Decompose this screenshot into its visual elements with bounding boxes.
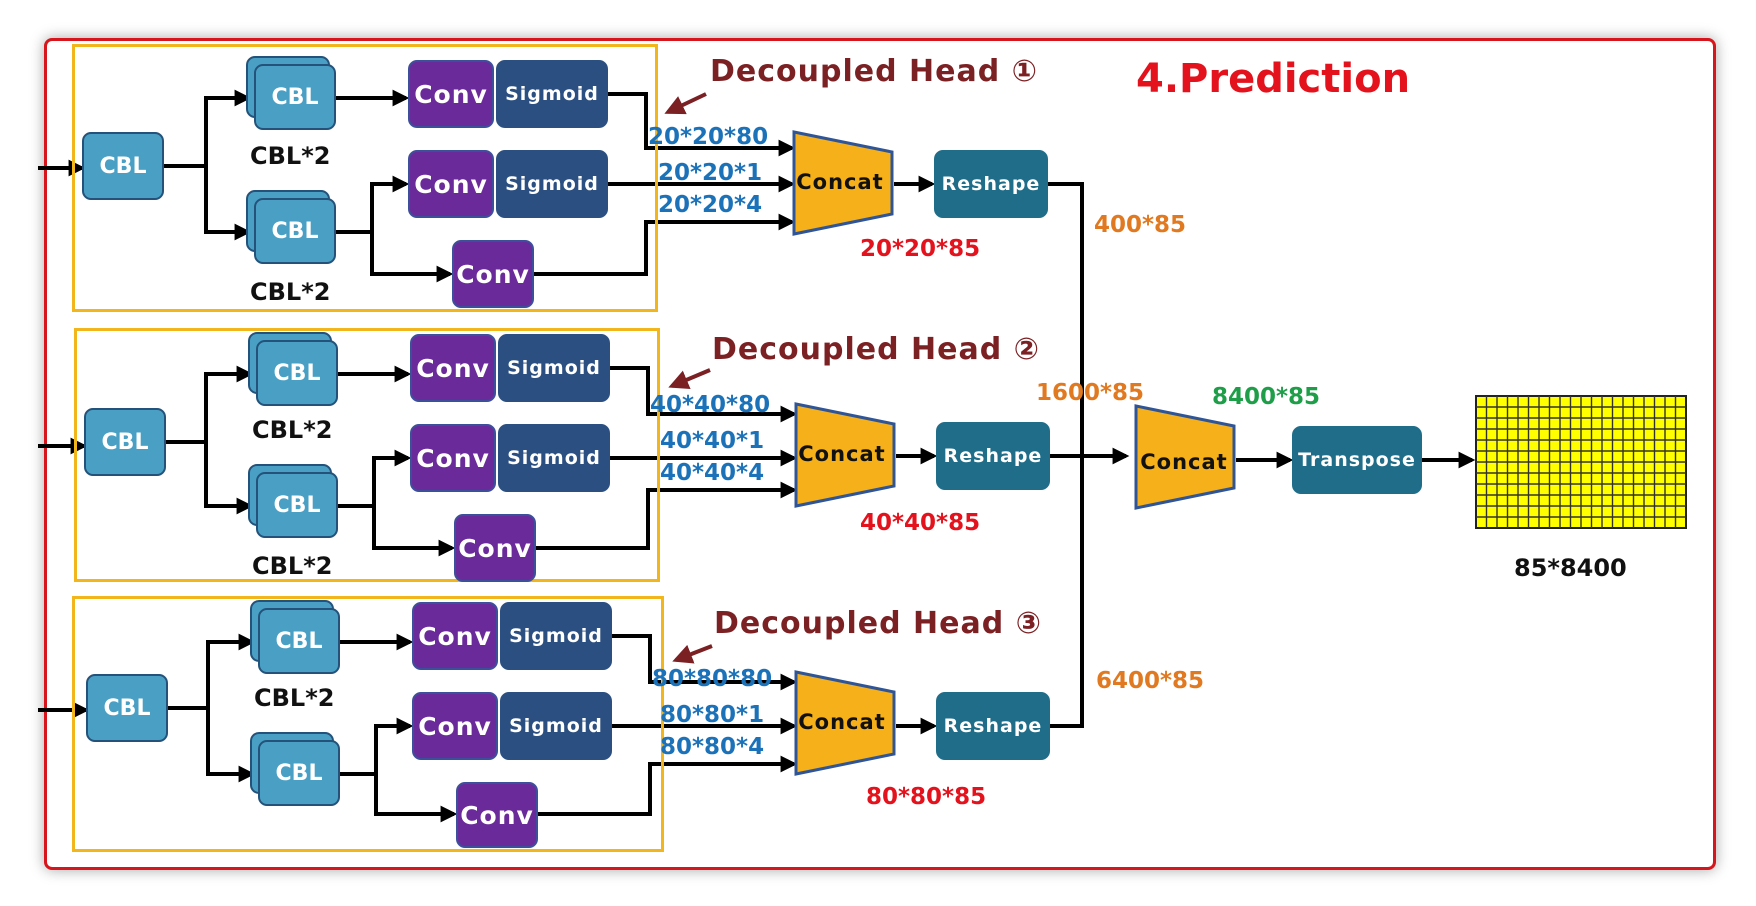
cbl-stack-top-3: CBL [258,608,340,674]
sigmoid-block: Sigmoid [496,150,608,218]
head-3-reshape-output: 6400*85 [1096,668,1205,694]
head-1-output-1: 20*20*80 [648,124,769,150]
sigmoid-block: Sigmoid [500,692,612,760]
cbl2-label-top-1: CBL*2 [250,142,331,170]
cbl2-label-top-3: CBL*2 [254,684,335,712]
concat-label: Concat [798,442,886,466]
sigmoid-block: Sigmoid [496,60,608,128]
conv-block: Conv [456,782,538,848]
connector-line [204,166,252,241]
head-1-concat-output: 20*20*85 [860,236,981,262]
cbl-stack-bottom-3: CBL [258,740,340,806]
concat-label: Concat [798,710,886,734]
reshape-block: Reshape [936,692,1050,760]
decoupled-head-1-box [72,44,658,312]
decoupled-head-3-label: Decoupled Head ③ [714,606,1043,641]
connector-line [374,774,458,823]
cbl2-label-bottom-2: CBL*2 [252,552,333,580]
head-2-output-1: 40*40*80 [650,392,771,418]
head-3-output-2: 80*80*1 [660,702,765,728]
final-concat-block [1134,404,1236,510]
reshape-block: Reshape [936,422,1050,490]
connector-line [372,506,456,557]
connector-line [372,449,412,506]
connector-line [204,442,254,515]
concat-label: Concat [796,170,884,194]
decoupled-head-2-box [74,328,660,582]
pointer-arrow [668,368,711,390]
cbl-block-2: CBL [84,408,166,476]
connector-line [610,366,798,423]
decoupled-head-1-label: Decoupled Head ① [710,54,1039,89]
conv-block: Conv [410,334,496,402]
head-2-output-3: 40*40*4 [660,460,765,486]
conv-block: Conv [410,424,496,492]
decoupled-head-2-label: Decoupled Head ② [712,332,1041,367]
head-2-output-2: 40*40*1 [660,428,765,454]
head-1-output-3: 20*20*4 [658,192,763,218]
conv-block: Conv [408,150,494,218]
connector-line [206,708,256,783]
final-concat-label: Concat [1140,450,1228,474]
conv-block: Conv [408,60,494,128]
connector-line [374,717,414,774]
head-1-reshape-output: 400*85 [1094,212,1187,238]
cbl-stack-bottom-1: CBL [254,198,336,264]
connector-line [612,634,798,691]
cbl-stack-bottom-2: CBL [256,472,338,538]
transpose-block: Transpose [1292,426,1422,494]
cbl-block-1: CBL [82,132,164,200]
conv-block: Conv [412,692,498,760]
head-2-concat-output: 40*40*85 [860,510,981,536]
final-concat-output: 8400*85 [1212,384,1321,410]
output-tensor-grid [1475,395,1687,529]
connector-line [608,92,796,157]
connector-line [536,481,798,550]
connector-line [204,365,254,442]
head-1-output-2: 20*20*1 [658,160,763,186]
head-2-reshape-output: 1600*85 [1036,380,1145,406]
head-3-concat-output: 80*80*85 [866,784,987,810]
cbl2-label-bottom-1: CBL*2 [250,278,331,306]
sigmoid-block: Sigmoid [498,424,610,492]
concat-block [792,130,894,236]
conv-block: Conv [452,240,534,308]
connector-line [538,755,798,816]
concat-block [794,670,896,776]
cbl-stack-top-1: CBL [254,64,336,130]
sigmoid-block: Sigmoid [500,602,612,670]
prediction-title: 4.Prediction [1136,56,1411,102]
pointer-arrow [664,92,707,115]
pointer-arrow [672,644,713,664]
connector-line [370,232,454,283]
connector-line [206,633,256,708]
concat-block [794,402,896,508]
head-3-output-3: 80*80*4 [660,734,765,760]
cbl2-label-top-2: CBL*2 [252,416,333,444]
final-output-label: 85*8400 [1514,554,1627,582]
head-3-output-1: 80*80*80 [652,666,773,692]
conv-block: Conv [412,602,498,670]
connector-line [534,213,796,276]
connector-line [370,175,410,232]
connector-line [204,89,252,166]
cbl-block-3: CBL [86,674,168,742]
cbl-stack-top-2: CBL [256,340,338,406]
reshape-block: Reshape [934,150,1048,218]
sigmoid-block: Sigmoid [498,334,610,402]
conv-block: Conv [454,514,536,582]
decoupled-head-3-box [72,596,664,852]
